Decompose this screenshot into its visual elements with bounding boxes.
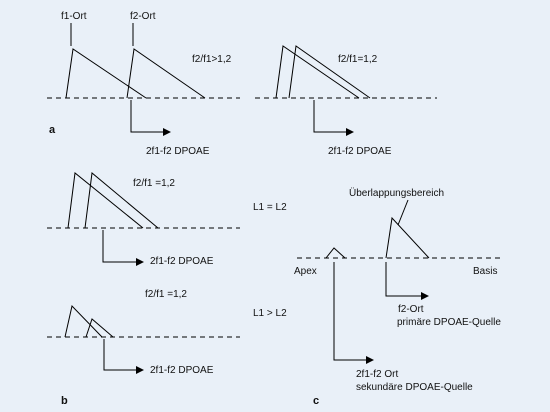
ratio-label: f2/f1 =1,2 <box>145 289 187 300</box>
dpoae-label: 2f1-f2 DPOAE <box>150 256 214 267</box>
secondary-source-label: sekundäre DPOAE-Quelle <box>356 382 473 393</box>
ratio-label: f2/f1 =1,2 <box>133 178 175 189</box>
panel-b-top: f2/f1 =1,2 L1 = L2 2f1-f2 DPOAE <box>47 172 287 267</box>
primary-source-label: primäre DPOAE-Quelle <box>397 317 501 328</box>
f2-location-label: f2-Ort <box>130 11 156 22</box>
f2-traveling-wave <box>126 48 206 99</box>
panel-label-b: b <box>61 395 68 407</box>
panel-b-bottom: f2/f1 =1,2 L1 > L2 2f1-f2 DPOAE b <box>47 289 287 407</box>
dp-source-arrow <box>333 262 374 364</box>
ratio-label: f2/f1=1,2 <box>338 54 378 65</box>
panel-label-c: c <box>313 395 319 407</box>
dpoae-label: 2f1-f2 DPOAE <box>150 365 214 376</box>
level-label: L1 > L2 <box>253 308 287 319</box>
panel-a-right: f2/f1=1,2 2f1-f2 DPOAE <box>255 45 437 157</box>
f2-source-arrow <box>385 262 429 300</box>
ratio-label: f2/f1>1,2 <box>192 54 232 65</box>
f2-traveling-wave <box>84 172 159 229</box>
dpoae-arrow <box>130 100 171 136</box>
dp-location-label: 2f1-f2 Ort <box>356 369 398 380</box>
f1-traveling-wave <box>65 48 147 99</box>
overlap-pointer-line <box>397 199 409 226</box>
f2-traveling-wave <box>85 318 114 338</box>
overlap-region-label: Überlappungsbereich <box>349 187 444 199</box>
f1-traveling-wave <box>275 45 360 99</box>
dpoae-label: 2f1-f2 DPOAE <box>328 146 392 157</box>
f2-location-label: f2-Ort <box>398 304 424 315</box>
dpoae-label: 2f1-f2 DPOAE <box>146 146 210 157</box>
f2-source-wave <box>385 216 430 259</box>
f1-traveling-wave <box>64 304 103 338</box>
panel-label-a: a <box>49 124 56 136</box>
dpoae-arrow <box>103 339 144 374</box>
f1-location-label: f1-Ort <box>61 11 87 22</box>
basis-label: Basis <box>473 266 497 277</box>
dpoae-arrow <box>102 230 144 266</box>
f2-traveling-wave <box>288 45 371 99</box>
dp-source-wave <box>325 247 346 259</box>
panel-a-left: f1-Ort f2-Ort f2/f1>1,2 2f1-f2 DPOAE a <box>47 11 240 157</box>
dpoae-arrow <box>313 100 354 136</box>
panel-c: Überlappungsbereich Apex Basis f2-Ort pr… <box>294 187 501 407</box>
f1-traveling-wave <box>67 172 144 229</box>
level-label: L1 = L2 <box>253 202 287 213</box>
apex-label: Apex <box>294 266 317 277</box>
